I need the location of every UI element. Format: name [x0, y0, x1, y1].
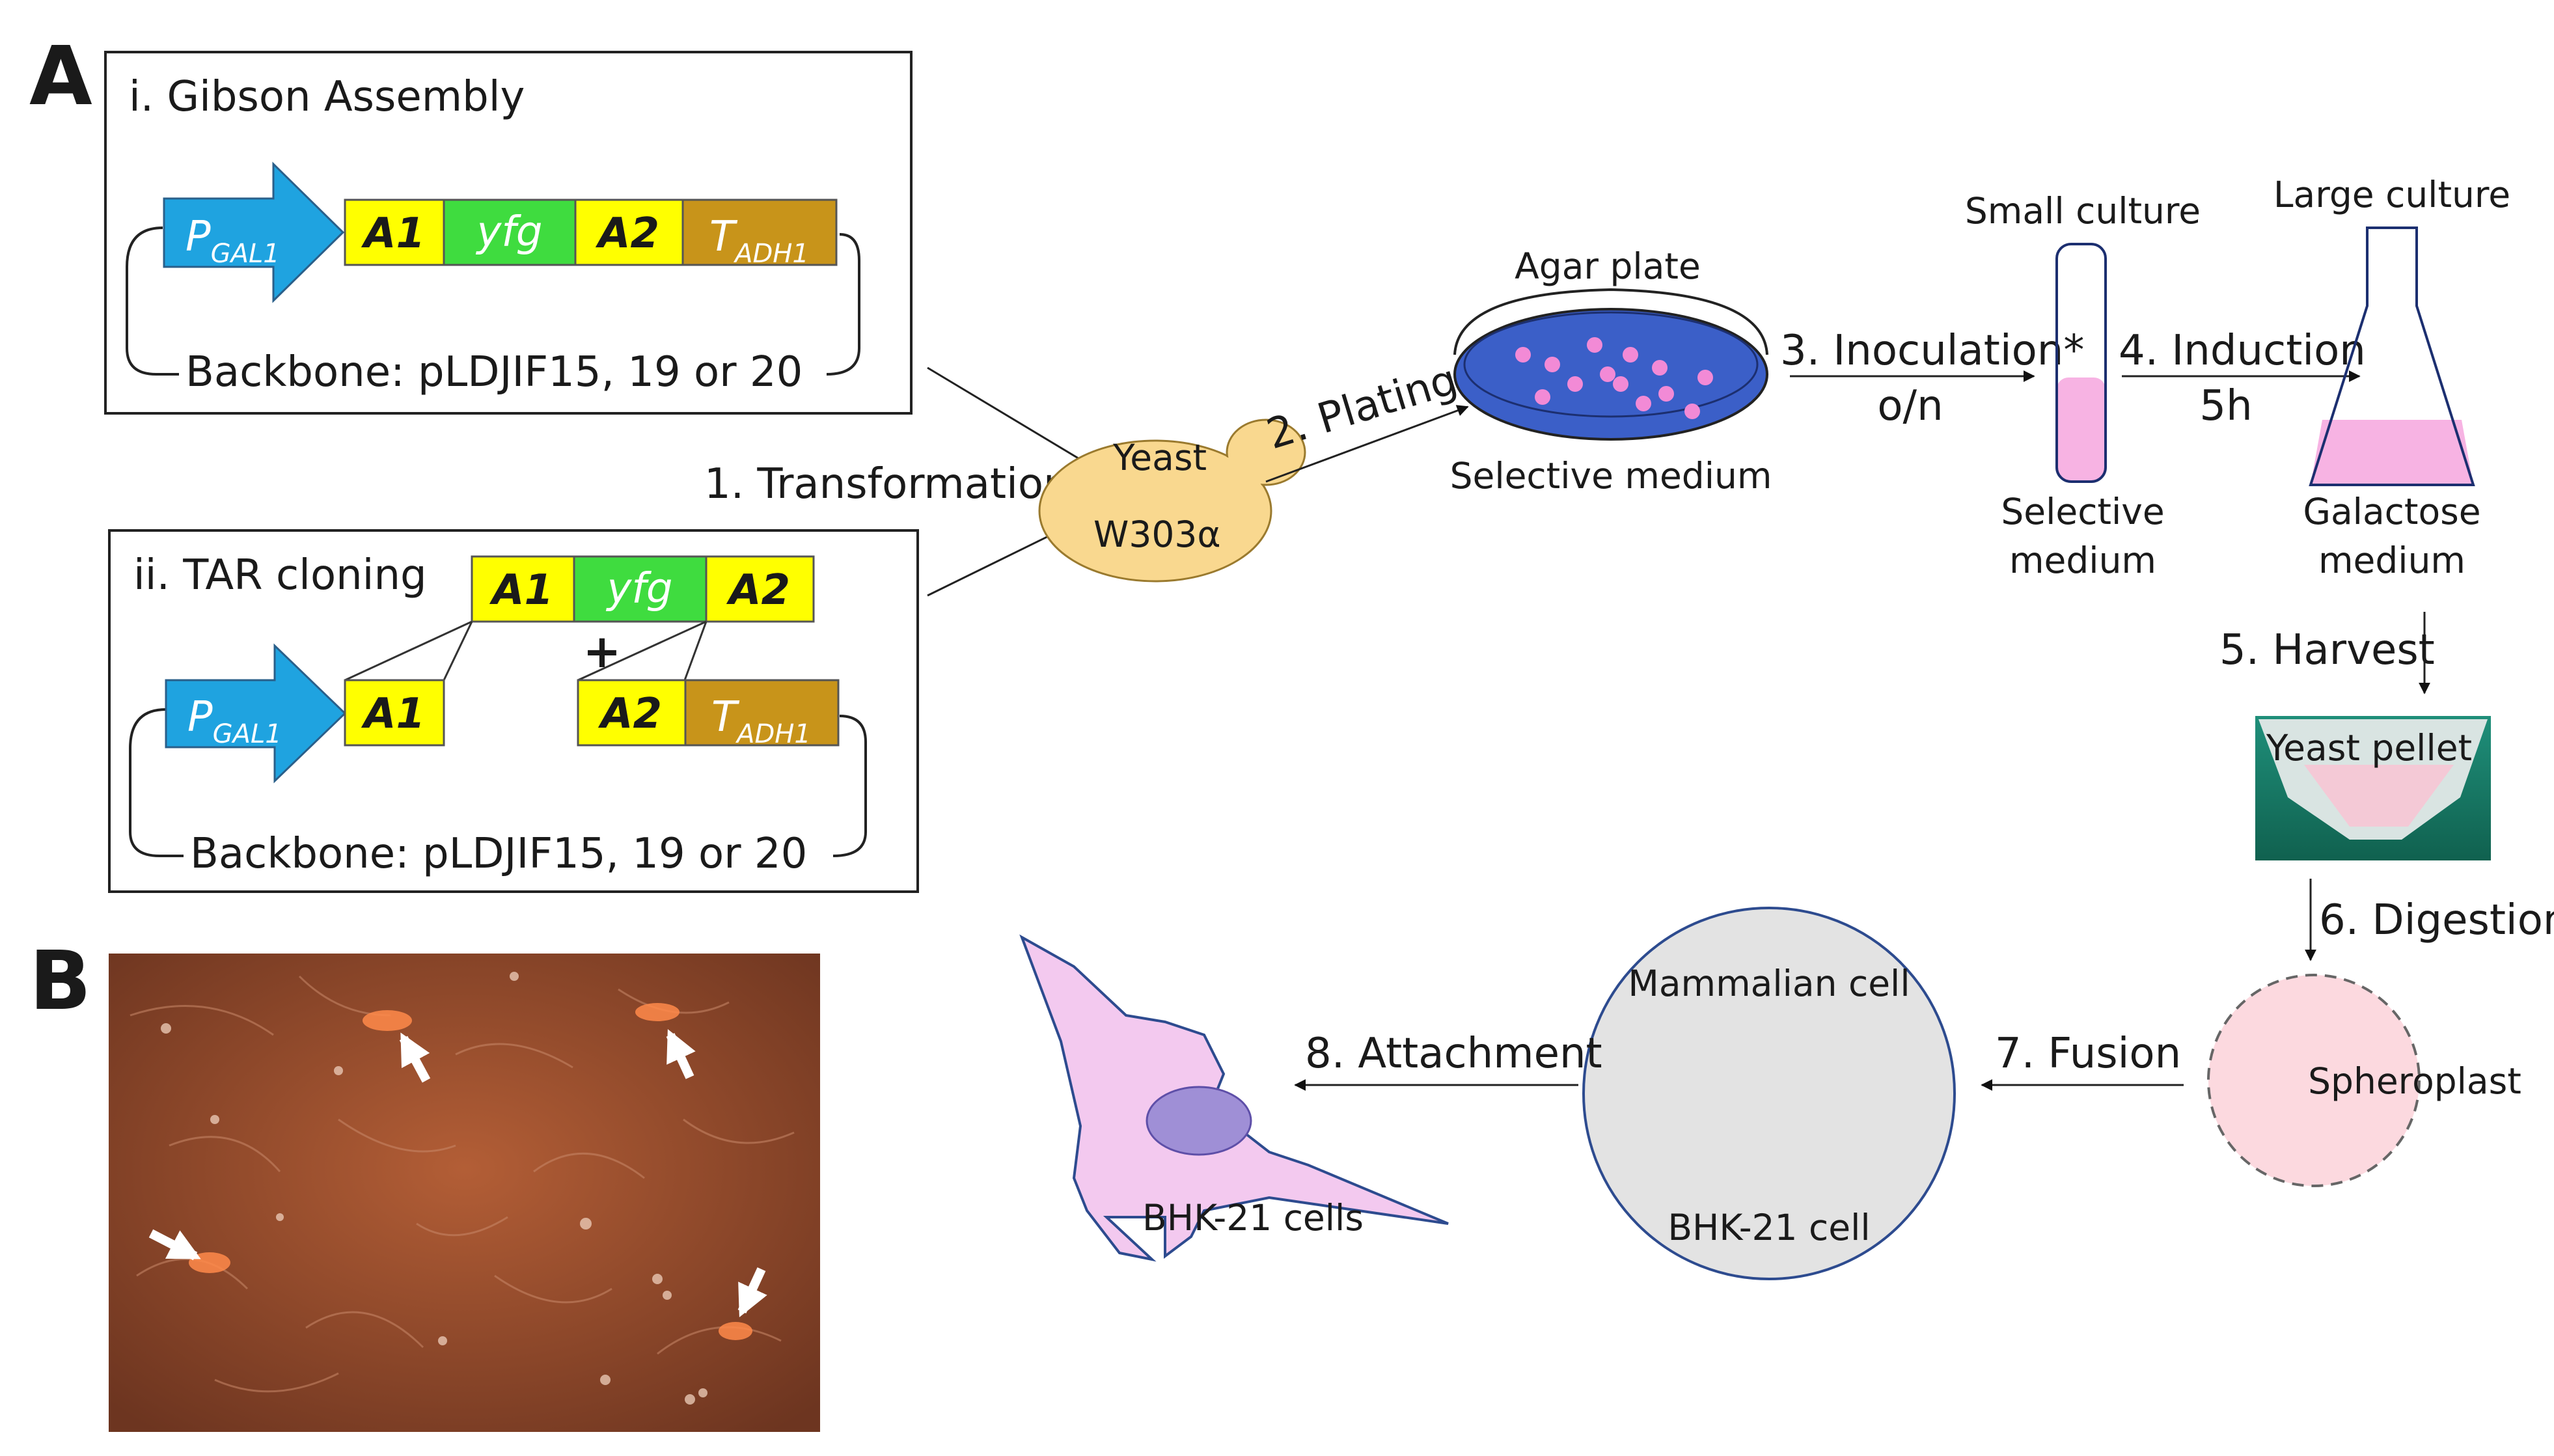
- step-3-duration: o/n: [1877, 382, 1943, 430]
- spheroplast-label: Spheroplast: [2308, 1060, 2521, 1102]
- tar-a2-block: [577, 679, 687, 747]
- tar-cloning-box: ii. TAR cloning A1 yfg A2 + Backbone: pL…: [108, 529, 919, 893]
- tar-insert-yfg-block: [573, 555, 707, 623]
- tar-insert-a2-label: A2: [726, 566, 790, 614]
- spheroplast: [2207, 974, 2421, 1187]
- small-culture-medium-2: medium: [2009, 540, 2156, 581]
- tar-insert-a1-label: A1: [489, 566, 553, 614]
- yeast-pellet-label: Yeast pellet: [2266, 727, 2472, 769]
- step-3-label: 3. Inoculation*: [1780, 327, 2084, 375]
- gibson-backbone-label: Backbone: pLDJIF15, 19 or 20: [185, 348, 803, 396]
- agar-plate: [1453, 288, 1768, 441]
- colonies: [1515, 337, 1713, 419]
- panel-label-a: A: [29, 29, 92, 124]
- agar-plate-label: Agar plate: [1515, 245, 1701, 287]
- tar-a2-label: A2: [597, 690, 662, 738]
- tar-title: ii. TAR cloning: [133, 551, 427, 599]
- gibson-terminator-block: [681, 199, 838, 266]
- gibson-a2-label: A2: [595, 210, 659, 258]
- micrograph: [109, 954, 820, 1432]
- gibson-a1-label: A1: [361, 210, 425, 258]
- gibson-promoter-label: PGAL1: [185, 213, 280, 269]
- tar-a1-label: A1: [361, 690, 425, 738]
- gibson-terminator-label: TADH1: [709, 213, 809, 269]
- yeast-cell: [1038, 419, 1306, 583]
- step-4-label: 4. Induction: [2119, 327, 2366, 375]
- large-culture-medium-2: medium: [2318, 540, 2465, 581]
- tar-plus-sign: +: [583, 625, 622, 678]
- bhk21-cells-label: BHK-21 cells: [1142, 1197, 1364, 1239]
- culture-tube: [2055, 243, 2107, 483]
- yeast-pellet-photo: [2255, 716, 2491, 860]
- large-culture-label: Large culture: [2273, 174, 2510, 215]
- gibson-yfg-label: yfg: [475, 208, 542, 256]
- bhk21-attached-cell: [1019, 934, 1449, 1262]
- panel-label-b: B: [29, 934, 91, 1028]
- gibson-assembly-box: i. Gibson Assembly Backbone: pLDJIF15, 1…: [104, 51, 913, 415]
- plating-arrow: [1265, 405, 1469, 483]
- bhk-cell-label: BHK-21 cell: [1668, 1207, 1870, 1248]
- large-culture-medium-1: Galactose: [2303, 491, 2480, 532]
- tar-promoter-label: PGAL1: [187, 693, 282, 749]
- small-culture-medium-1: Selective: [2001, 491, 2164, 532]
- tar-terminator-block: [684, 679, 840, 747]
- step-7-label: 7. Fusion: [1995, 1030, 2181, 1078]
- step-5-label: 5. Harvest: [2219, 626, 2435, 674]
- culture-flask: [2309, 227, 2475, 486]
- mammalian-cell-label: Mammalian cell: [1628, 963, 1910, 1004]
- tar-promoter-arrow: [165, 643, 347, 784]
- step-6-label: 6. Digestion: [2319, 896, 2554, 944]
- gibson-a1-block: [344, 199, 445, 266]
- transformation-arrow-top: [927, 366, 1108, 476]
- plate-medium-label: Selective medium: [1450, 455, 1772, 497]
- step-1-label: 1. Transformation: [704, 460, 1070, 508]
- yeast-label: Yeast: [1112, 437, 1207, 478]
- tar-backbone-label: Backbone: pLDJIF15, 19 or 20: [190, 830, 807, 878]
- cell-nucleus: [1146, 1086, 1252, 1156]
- tar-a1-block: [344, 679, 445, 747]
- yeast-strain-label: W303α: [1093, 514, 1221, 555]
- tar-insert-a2-block: [705, 555, 815, 623]
- mammalian-cell: [1582, 907, 1956, 1280]
- tar-terminator-label: TADH1: [711, 693, 811, 749]
- small-culture-label: Small culture: [1965, 190, 2201, 232]
- tar-insert-yfg-label: yfg: [605, 565, 672, 613]
- gibson-promoter-arrow: [163, 161, 345, 303]
- step-8-label: 8. Attachment: [1305, 1030, 1602, 1078]
- gibson-title: i. Gibson Assembly: [129, 73, 525, 121]
- step-2-label: 2. Plating: [1261, 356, 1463, 460]
- step-4-duration: 5h: [2199, 382, 2252, 430]
